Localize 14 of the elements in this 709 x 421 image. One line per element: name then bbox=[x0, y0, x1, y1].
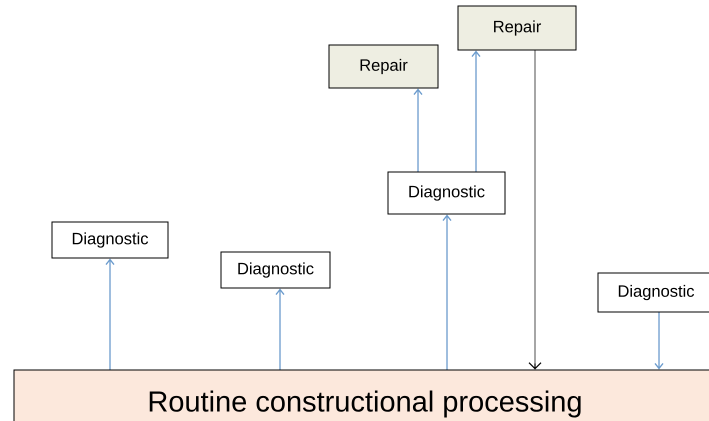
arrow bbox=[442, 214, 452, 370]
arrow bbox=[106, 258, 114, 370]
repair-box: Repair bbox=[458, 6, 576, 50]
arrow bbox=[472, 50, 481, 172]
diagnostic-box: Diagnostic bbox=[598, 272, 709, 312]
diagnostic-box: Diagnostic bbox=[388, 172, 506, 214]
process-band: Routine constructional processing bbox=[14, 370, 709, 421]
arrow bbox=[528, 50, 542, 370]
arrow bbox=[654, 312, 664, 370]
diagnostic-box: Diagnostic bbox=[52, 222, 168, 258]
arrow bbox=[276, 288, 285, 370]
diagnostic-box: Diagnostic bbox=[220, 252, 330, 288]
arrow bbox=[414, 88, 423, 172]
repair-box: Repair bbox=[328, 44, 438, 88]
